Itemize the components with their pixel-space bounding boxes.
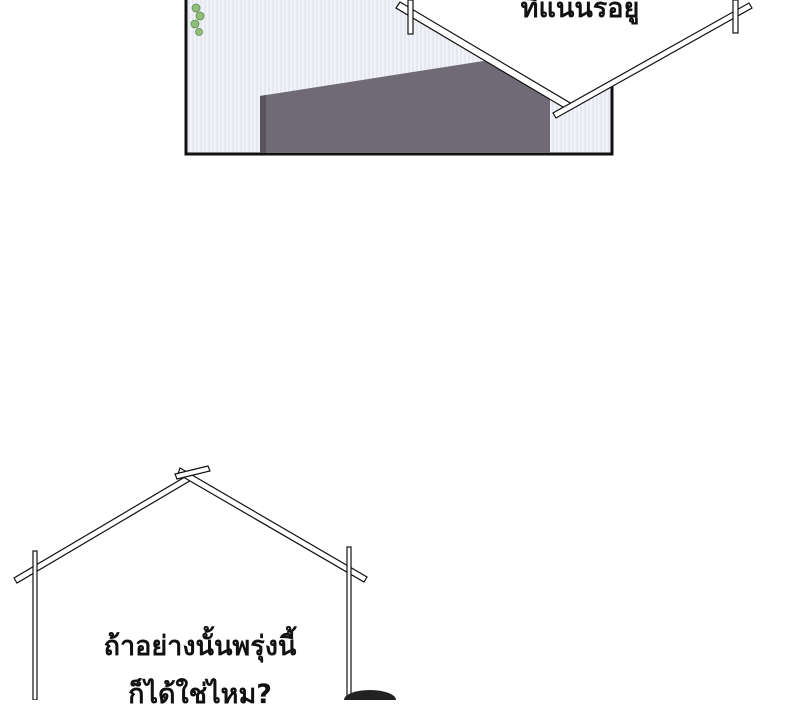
- bottom-bubble-line1: ถ้าอย่างนั้นพรุ่งนี้: [103, 631, 297, 662]
- comic-artwork: [13, 0, 753, 700]
- bottom-bubble: [13, 465, 396, 700]
- bubble-frame: [395, 0, 753, 119]
- top-bubble-text: ทีแนนรอยู: [520, 0, 640, 24]
- top-panel: [184, 0, 753, 156]
- ivy-icon: [190, 3, 205, 36]
- door: [260, 60, 550, 153]
- bottom-bubble-line2: ก็ได้ใช่ไหม?: [128, 679, 272, 710]
- character-hair: [344, 690, 396, 700]
- speech-bubble: [398, 0, 745, 108]
